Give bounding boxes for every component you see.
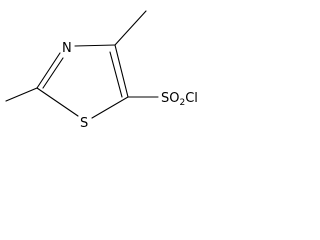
- bond-c4-c5: [114, 44, 129, 98]
- structure-canvas: N S SO2Cl: [0, 0, 224, 144]
- bond-c4-methyl: [114, 10, 147, 46]
- bond-n3-c4: [74, 44, 116, 47]
- bond-s1-c2: [36, 87, 79, 117]
- bonds: [5, 10, 159, 119]
- sulfonyl-subscript: 2: [179, 98, 185, 108]
- sulfonyl-chloride-label: SO2Cl: [161, 91, 198, 108]
- bond-c4-c5-inner: [109, 51, 123, 98]
- sulfonyl-so: SO: [161, 91, 179, 106]
- bond-c2-methyl: [5, 87, 38, 102]
- atom-sulfur: S: [80, 116, 88, 131]
- sulfonyl-cl: Cl: [185, 91, 198, 106]
- atom-nitrogen: N: [62, 41, 72, 56]
- thiazole-structure-drawing: N S SO2Cl: [5, 10, 198, 131]
- bond-c5-s1: [91, 96, 129, 119]
- bond-c2-n3-inner: [42, 57, 64, 89]
- bond-c2-n3: [36, 52, 61, 89]
